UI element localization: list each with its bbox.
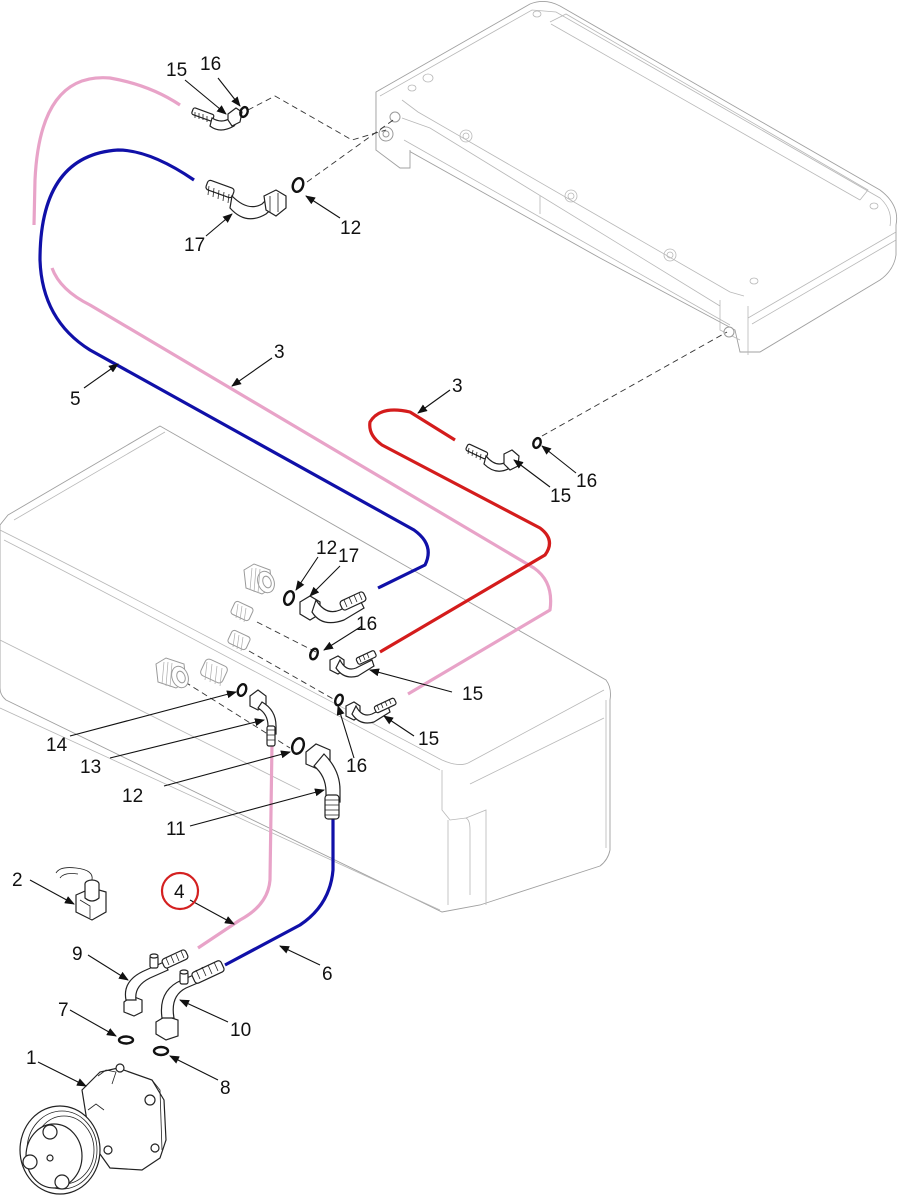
evaporator-port-upper xyxy=(378,111,401,142)
callout-12: 12 xyxy=(340,218,361,239)
callout-15: 15 xyxy=(418,729,439,750)
oring-14 xyxy=(236,682,248,698)
housing-port-large-lower xyxy=(155,657,189,689)
callout-4: 4 xyxy=(174,882,185,903)
callout-14: 14 xyxy=(46,735,68,756)
fitting-15-upper xyxy=(191,107,243,131)
callout-15: 15 xyxy=(550,486,571,507)
switch-2 xyxy=(55,867,107,921)
callout-labels: 15 16 17 12 3 5 3 15 16 12 17 16 15 15 1… xyxy=(12,54,597,1099)
callout-16: 16 xyxy=(576,471,597,492)
compressor-1 xyxy=(19,1063,167,1195)
assembly-lines xyxy=(184,95,728,749)
callout-3: 3 xyxy=(452,376,463,397)
oring-16-upper xyxy=(239,105,249,119)
callout-9: 9 xyxy=(72,944,83,965)
callout-2: 2 xyxy=(12,870,23,891)
hose-3-red xyxy=(368,408,552,654)
oring-12-upper xyxy=(291,177,305,193)
fitting-11 xyxy=(305,743,341,820)
callout-12: 12 xyxy=(122,786,143,807)
callout-15: 15 xyxy=(166,60,187,81)
fitting-15-lower xyxy=(345,697,397,724)
fitting-15-mid-right xyxy=(465,443,520,472)
evaporator-port-lower xyxy=(723,326,735,338)
leader-lines xyxy=(29,77,577,1087)
fitting-15-mid xyxy=(329,650,377,678)
hose-6-blue xyxy=(224,818,335,967)
fitting-17-mid xyxy=(299,591,367,624)
callout-3: 3 xyxy=(274,342,285,363)
fitting-13 xyxy=(249,689,277,747)
housing-port-large-upper xyxy=(243,563,275,595)
oring-8 xyxy=(152,1045,170,1057)
hose-3-pink-long xyxy=(50,267,553,696)
housing-port-small-1 xyxy=(230,600,254,623)
callout-4-highlight-ring xyxy=(160,871,200,911)
fitting-9 xyxy=(123,949,189,1017)
callout-16: 16 xyxy=(356,614,377,635)
hose-3-pink-upper xyxy=(32,76,181,226)
callout-17: 17 xyxy=(184,235,205,256)
hose-5-blue xyxy=(38,148,430,590)
evaporator-housing xyxy=(375,1,898,355)
callout-16: 16 xyxy=(200,54,221,75)
callout-17: 17 xyxy=(338,546,359,567)
callout-13: 13 xyxy=(80,757,101,778)
hose-4-pink xyxy=(197,742,274,950)
hoses xyxy=(32,76,553,967)
condenser-housing xyxy=(0,425,611,913)
callout-5: 5 xyxy=(70,389,81,410)
fitting-17-upper xyxy=(205,179,287,220)
callout-11: 11 xyxy=(166,819,186,840)
callout-8: 8 xyxy=(220,1078,231,1099)
callout-6: 6 xyxy=(322,964,333,985)
callout-1: 1 xyxy=(26,1048,37,1069)
oring-16-mid-right xyxy=(532,436,542,450)
callout-16: 16 xyxy=(346,756,367,777)
oring-16-mid xyxy=(309,647,319,661)
callout-10: 10 xyxy=(230,1020,251,1041)
fitting-10 xyxy=(155,960,225,1041)
housing-port-small-2 xyxy=(227,629,251,652)
oring-7 xyxy=(117,1035,135,1045)
callout-15: 15 xyxy=(462,684,483,705)
callout-7: 7 xyxy=(58,1000,69,1021)
oring-12-mid xyxy=(282,590,296,606)
callout-12: 12 xyxy=(316,538,337,559)
housing-port-medium-lower xyxy=(200,658,228,687)
oring-12-lower xyxy=(290,737,306,755)
